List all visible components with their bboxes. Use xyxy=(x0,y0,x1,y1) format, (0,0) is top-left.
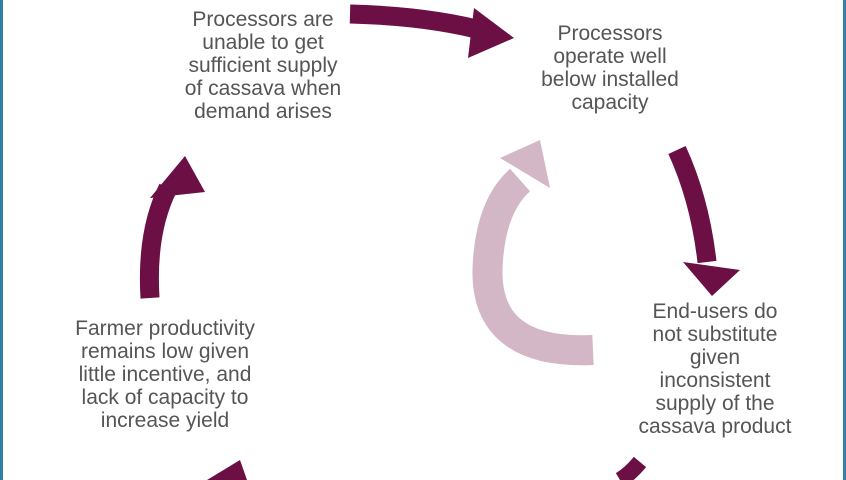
arrow-center-cycle xyxy=(472,140,594,366)
node-end-users-no-substitution: End-users do not substitute given incons… xyxy=(638,300,792,438)
arrow-left xyxy=(139,156,205,299)
arrow-bottom-right xyxy=(615,456,647,480)
arrow-top xyxy=(349,4,514,58)
arrow-right xyxy=(668,146,740,296)
arrow-bottom-left xyxy=(207,460,247,480)
node-processors-insufficient-supply: Processors are unable to get sufficient … xyxy=(184,8,342,123)
node-farmer-productivity-low: Farmer productivity remains low given li… xyxy=(75,317,255,432)
node-processors-below-capacity: Processors operate well below installed … xyxy=(541,22,679,114)
